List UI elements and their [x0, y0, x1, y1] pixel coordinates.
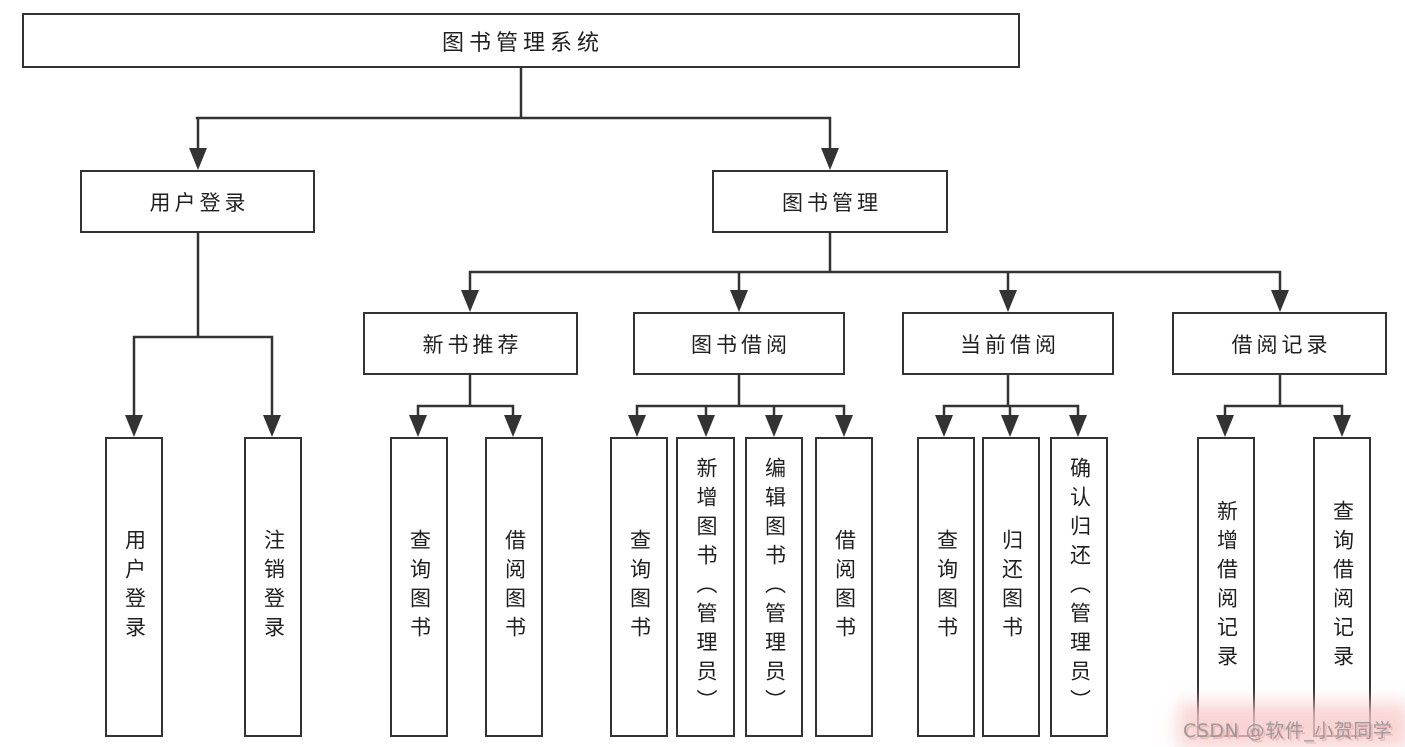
- node-user-login: 用户登录: [80, 170, 315, 233]
- leaf-query-books-borrowing: 查询图书: [610, 437, 668, 737]
- leaf-borrow-books-recommend: 借阅图书: [485, 437, 543, 737]
- leaf-user-login: 用户登录: [105, 437, 163, 737]
- leaf-borrow-books-borrowing: 借阅图书: [815, 437, 873, 737]
- node-book-borrowing: 图书借阅: [633, 312, 845, 375]
- node-book-management: 图书管理: [712, 170, 948, 233]
- leaf-logout: 注销登录: [244, 437, 302, 737]
- leaf-return-books: 归还图书: [982, 437, 1040, 737]
- node-new-book-recommendation: 新书推荐: [363, 312, 578, 375]
- node-current-borrowing: 当前借阅: [902, 312, 1114, 375]
- leaf-confirm-return-admin: 确认归还（管理员）: [1050, 437, 1108, 737]
- leaf-query-books-current: 查询图书: [917, 437, 975, 737]
- node-root: 图书管理系统: [22, 13, 1020, 68]
- leaf-add-books-admin: 新增图书（管理员）: [676, 437, 735, 737]
- leaf-query-books-recommend: 查询图书: [390, 437, 448, 737]
- watermark-halo: [1178, 703, 1405, 747]
- leaf-add-borrow-record: 新增借阅记录: [1197, 437, 1255, 737]
- leaf-query-borrow-record: 查询借阅记录: [1313, 437, 1371, 737]
- node-borrowing-records: 借阅记录: [1172, 312, 1387, 375]
- watermark: CSDN @软件_小贺同学: [1183, 720, 1393, 742]
- leaf-edit-books-admin: 编辑图书（管理员）: [745, 437, 803, 737]
